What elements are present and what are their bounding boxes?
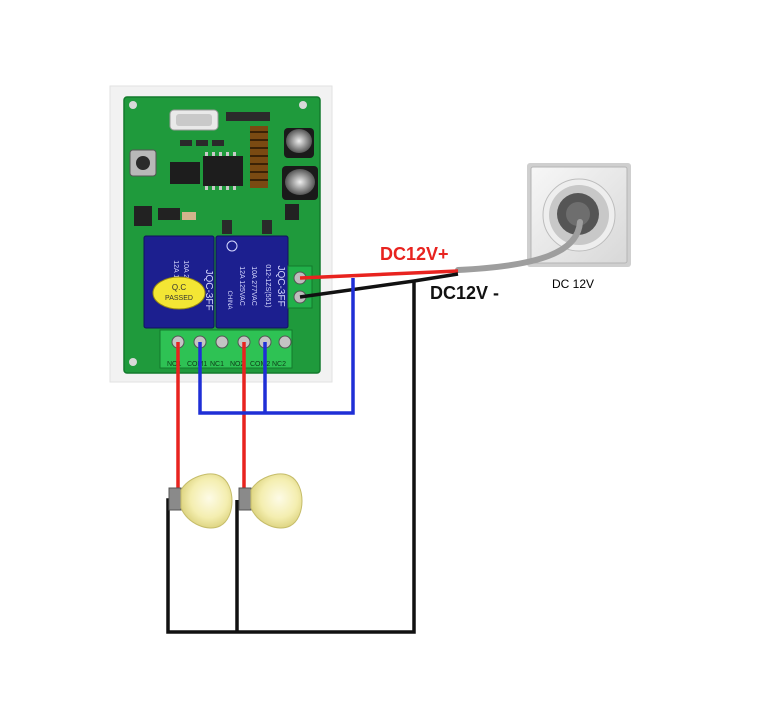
capacitor: [282, 166, 318, 200]
relay-spec-text: 012-1ZS(551): [264, 264, 271, 307]
terminal-label: NC2: [272, 361, 286, 368]
positive-wires: [176, 269, 459, 492]
mount-hole: [129, 101, 137, 109]
terminal-label: NO2: [230, 361, 245, 368]
capacitor: [284, 128, 314, 158]
bulb-socket: [168, 487, 182, 511]
terminal-label: COM1: [187, 361, 207, 368]
common-wires: [198, 278, 355, 415]
positive-supply-wire: [299, 269, 459, 280]
relay-spec-text: 10A 277VAC: [250, 266, 257, 306]
relay-spec-text: 12A 125VAC: [238, 266, 245, 306]
dc-positive-label: DC12V+: [380, 244, 449, 264]
relay-model-text: JQC-3FF: [275, 265, 286, 306]
terminal-label: NC1: [210, 361, 224, 368]
relay-brand-text: CHINA: [226, 291, 232, 310]
dc-negative-label: DC12V -: [430, 283, 500, 303]
receiver-module: JQC-3FF 10A 277VAC 12A 125VAC JQC-3FF 01…: [109, 85, 333, 383]
bulb-2: [238, 473, 303, 529]
terminal-label: COM2: [250, 361, 270, 368]
antenna-coil: [250, 126, 268, 188]
mount-hole: [129, 358, 137, 366]
jumper: [134, 206, 152, 226]
bulb-1: [168, 473, 233, 529]
pin-header: [226, 112, 270, 121]
supply-cable: [455, 219, 583, 273]
socket-label: DC 12V: [552, 277, 595, 291]
relay-2: JQC-3FF 012-1ZS(551) 10A 277VAC 12A 125V…: [215, 235, 289, 329]
power-terminal: [287, 265, 313, 309]
ic-chip: [203, 156, 243, 186]
ic-chip: [170, 162, 200, 184]
wall-socket: [527, 163, 631, 267]
com1-wire: [198, 278, 355, 415]
bulb-socket: [238, 487, 252, 511]
qc-text: Q.C: [172, 283, 186, 292]
relay-model-text: JQC-3FF: [203, 269, 214, 310]
output-terminal: NO1 COM1 NC1 NO2 COM2 NC2: [159, 329, 293, 369]
terminal-label: NO1: [167, 361, 182, 368]
mount-hole: [299, 101, 307, 109]
qc-sticker: Q.C PASSED: [152, 276, 206, 310]
qc-text: PASSED: [165, 295, 193, 302]
